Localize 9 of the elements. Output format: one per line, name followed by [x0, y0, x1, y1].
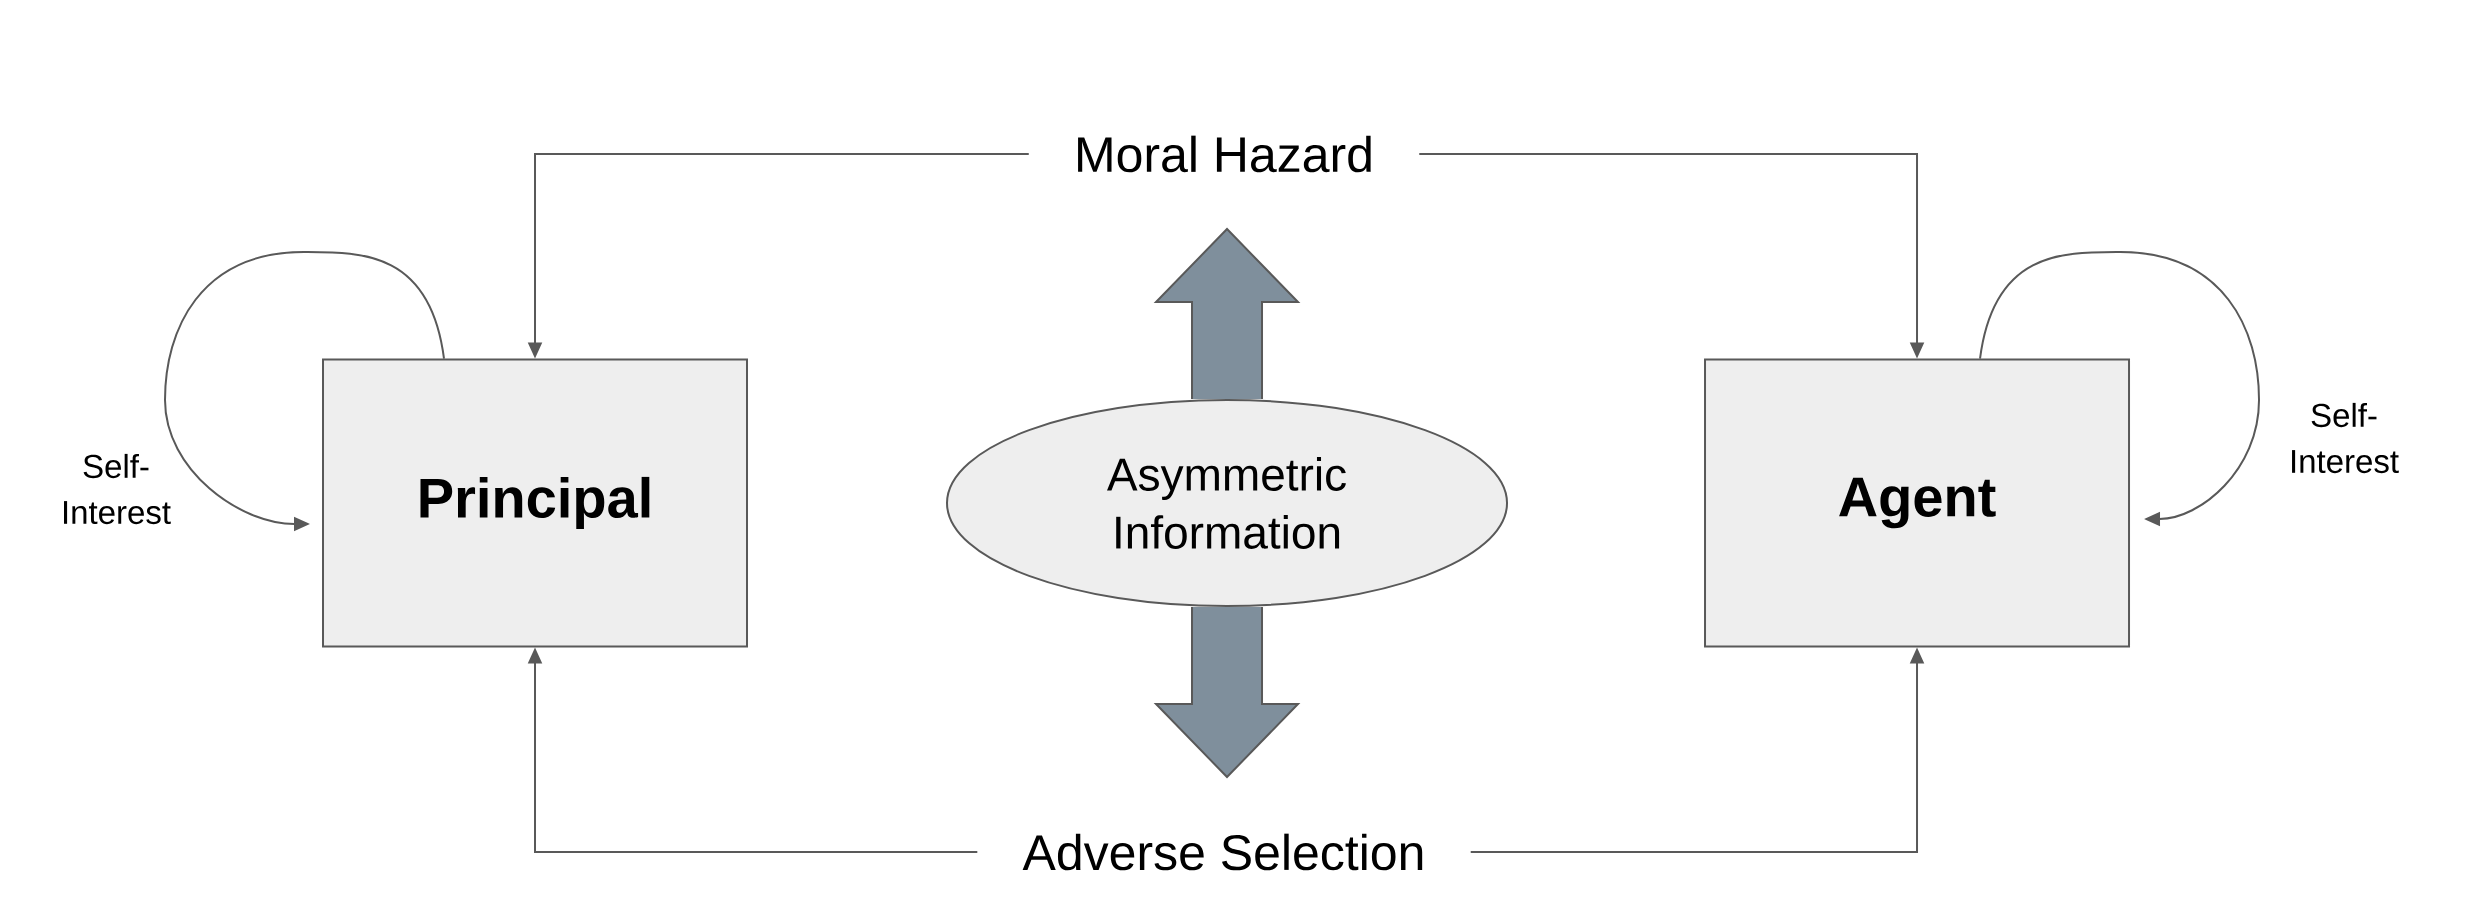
process-box: Agent: [1704, 358, 2130, 648]
process-box: Principal: [322, 358, 748, 648]
block-arrow: [1153, 227, 1301, 400]
block-arrow: [1153, 606, 1301, 779]
edge-label: Self-Interest: [2292, 402, 2399, 474]
edge-label: Self-Interest: [64, 453, 171, 525]
section-heading: Moral Hazard: [1078, 135, 1371, 173]
section-heading: Adverse Selection: [1022, 833, 1423, 871]
loop-arrow: [1979, 251, 2261, 527]
